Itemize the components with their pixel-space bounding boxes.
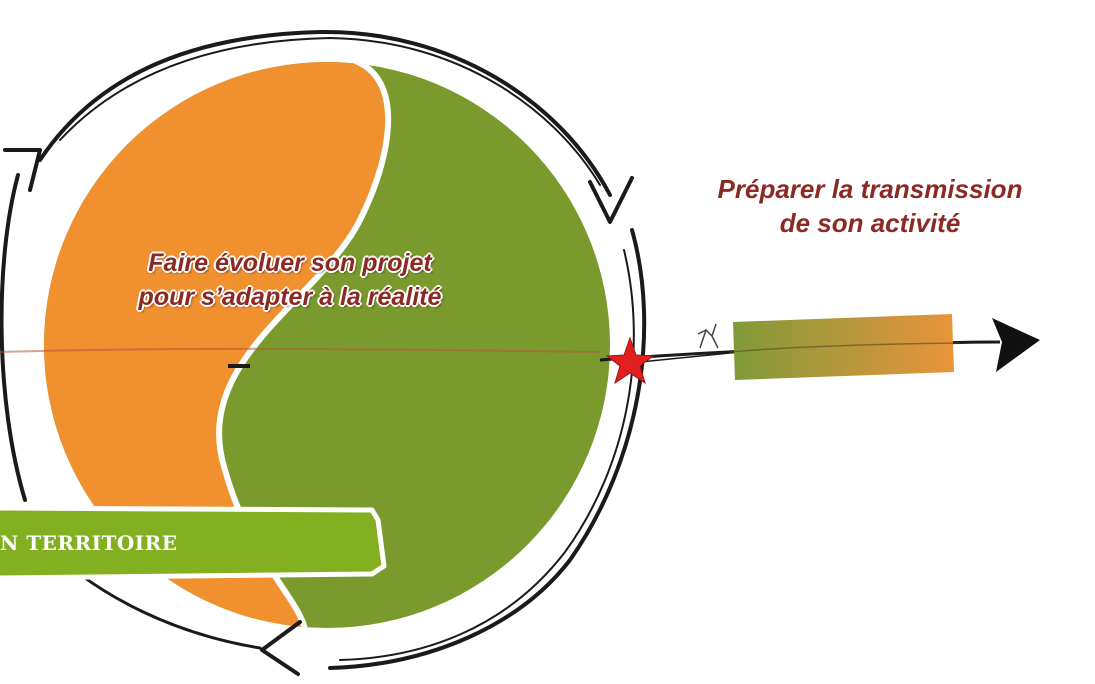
arrowhead-top-left bbox=[3, 148, 42, 192]
arrowhead-top-right bbox=[588, 176, 634, 224]
transmission-box bbox=[733, 314, 954, 380]
cycle-ring-left-arc bbox=[0, 173, 27, 502]
cycle-ring-right-arc-2 bbox=[339, 249, 635, 661]
cycle-ring-top-arc bbox=[38, 29, 612, 197]
banner-shape bbox=[0, 505, 387, 581]
cycle-arrowheads bbox=[3, 148, 634, 676]
horizon-line bbox=[0, 347, 601, 353]
timeline-arrow bbox=[599, 314, 1040, 380]
transmission-box-sketch bbox=[729, 342, 961, 353]
circle-orange-half bbox=[44, 62, 389, 628]
timeline-arrow-line-2 bbox=[639, 351, 741, 363]
cycle-ring bbox=[0, 29, 647, 670]
star-icon bbox=[605, 336, 655, 385]
arrowhead-bottom bbox=[260, 620, 302, 676]
banner-label: N TERRITOIRE bbox=[0, 531, 178, 555]
cycle-ring-top-arc-2 bbox=[59, 36, 601, 186]
timeline-arrowhead-icon bbox=[992, 318, 1040, 372]
cycle-ring-right-arc bbox=[328, 228, 647, 670]
sketch-figure bbox=[697, 323, 719, 349]
center-label: Faire évoluer son projet pour s’adapter … bbox=[138, 249, 442, 311]
territory-banner bbox=[0, 505, 387, 581]
project-circle bbox=[44, 62, 610, 628]
transmission-label: Préparer la transmission de son activité bbox=[717, 174, 1023, 238]
